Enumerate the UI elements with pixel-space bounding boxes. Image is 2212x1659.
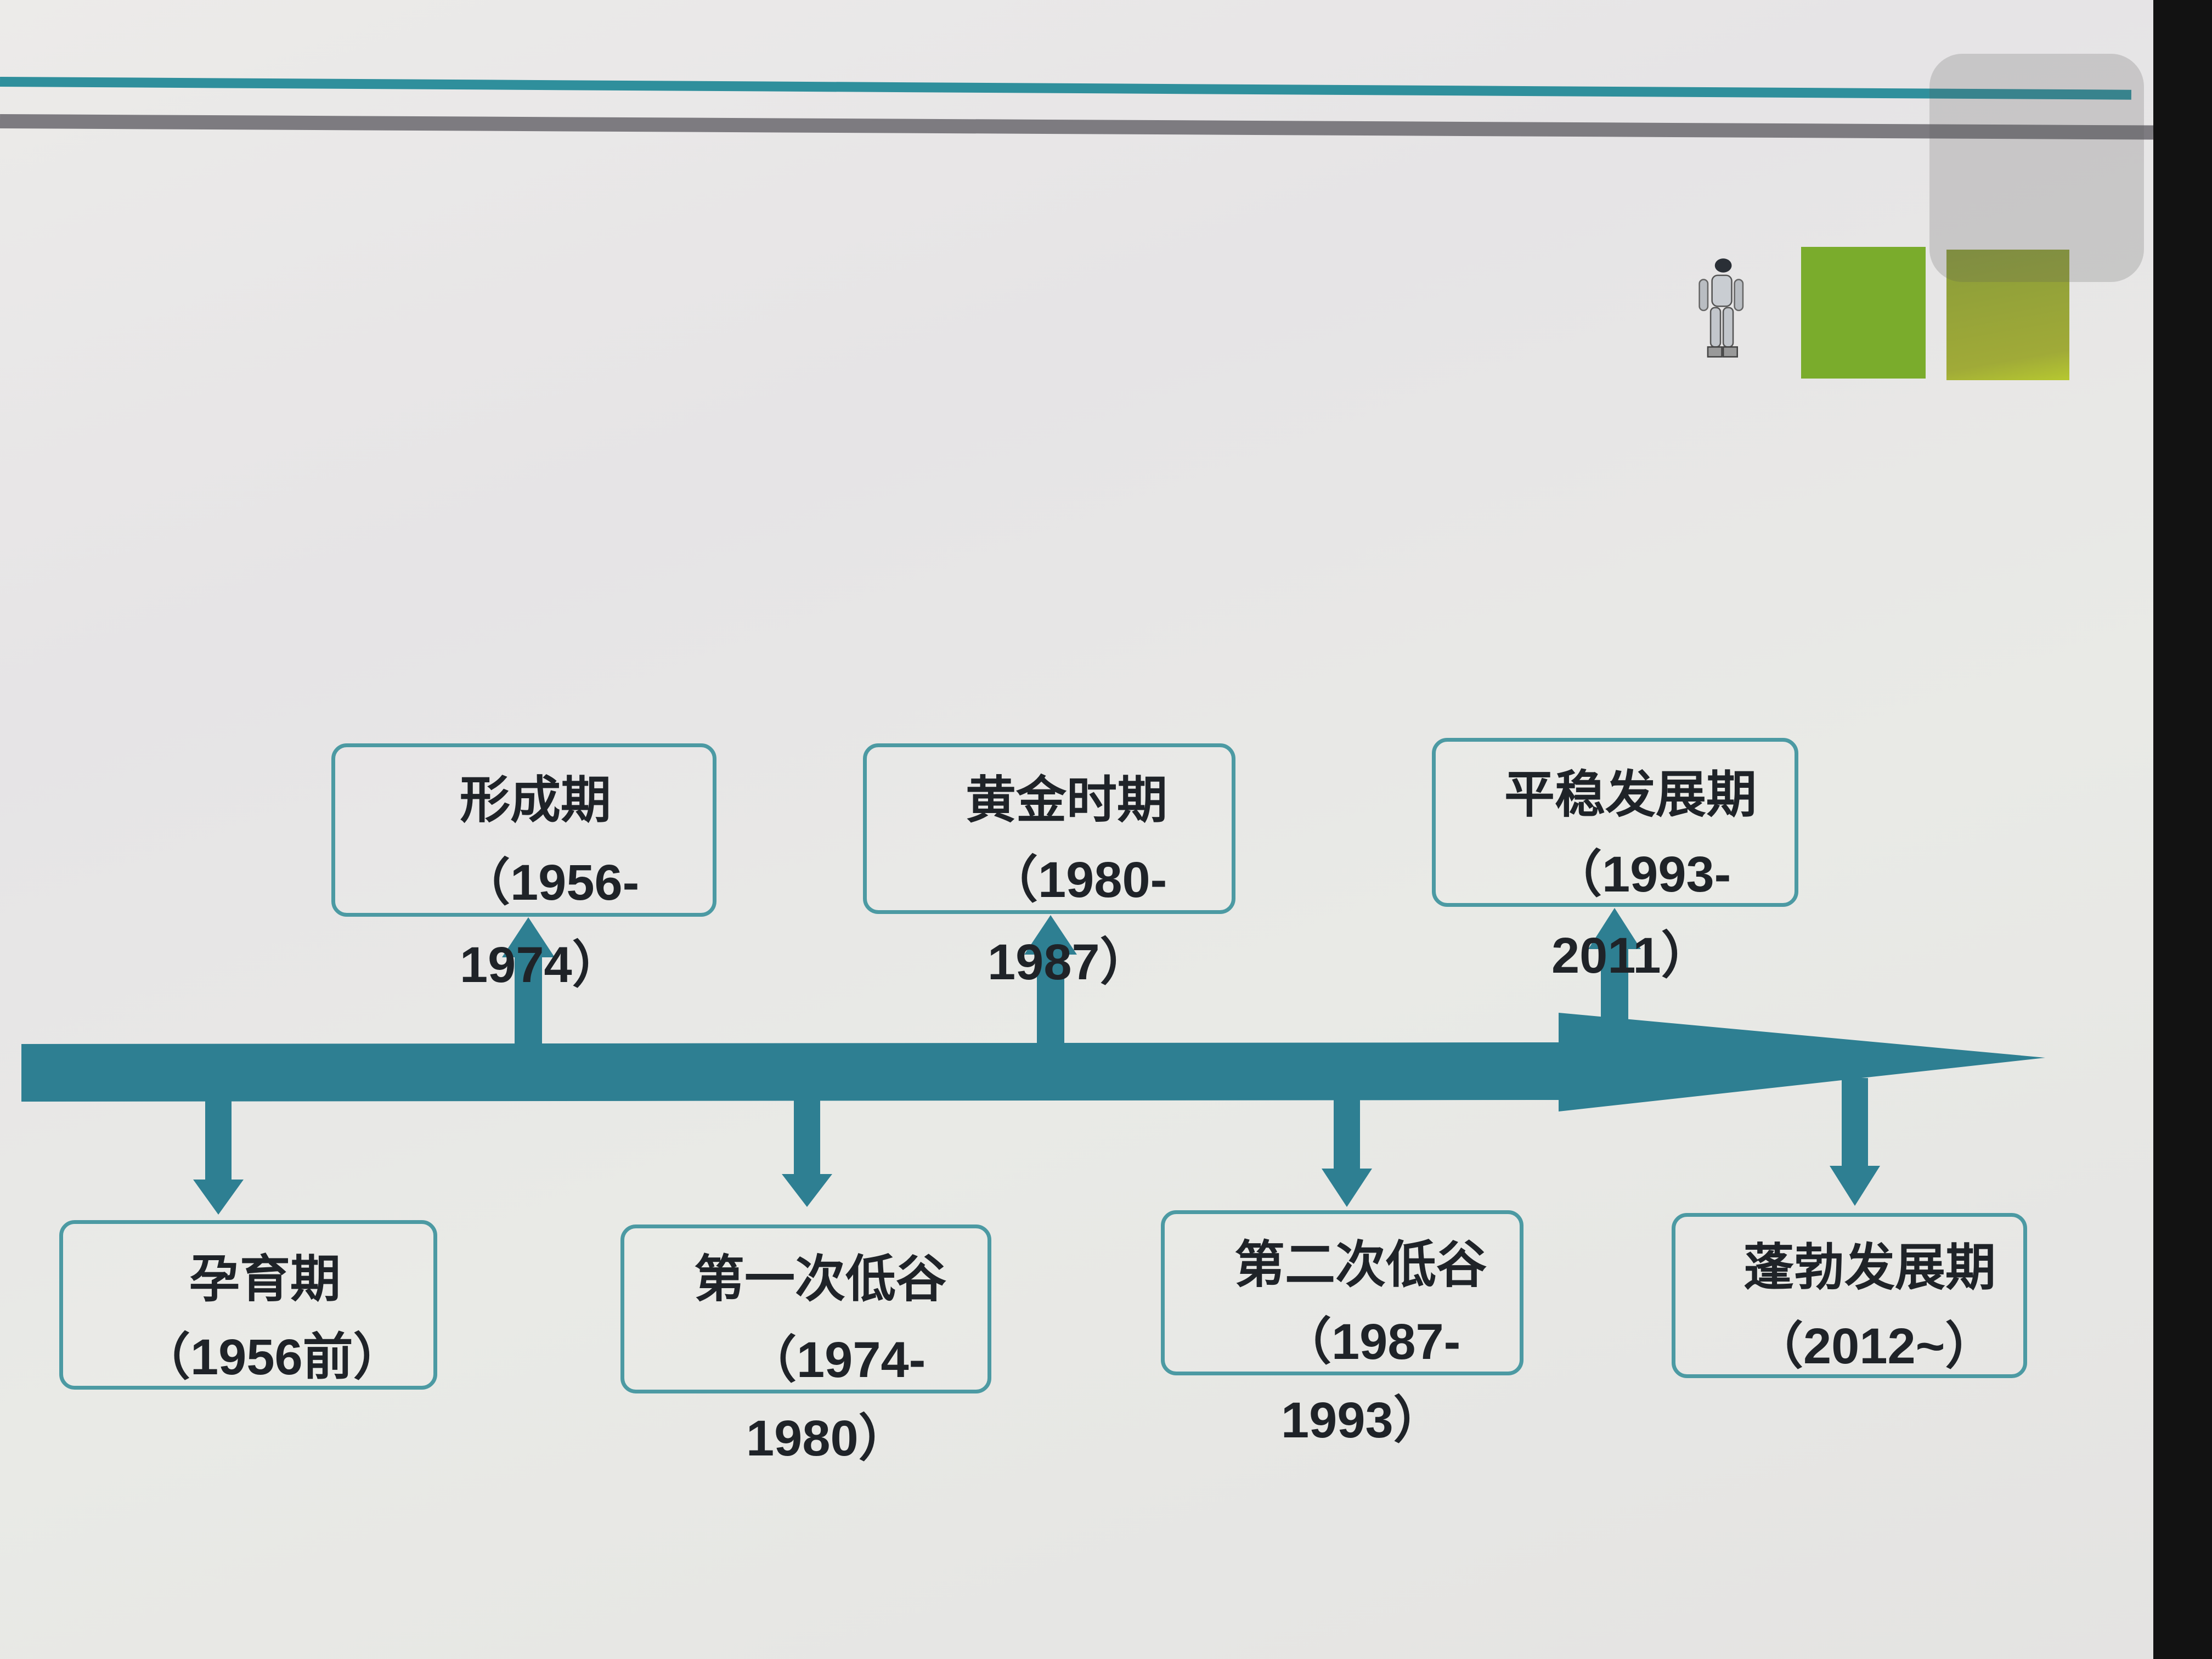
timeline-axis-arrow xyxy=(21,1013,2045,1111)
period-box-golden xyxy=(863,743,1235,914)
period-title: 孕育期 xyxy=(189,1251,341,1307)
period-range-end: 1980） xyxy=(746,1410,909,1466)
period-range-end: 2011） xyxy=(1551,928,1712,984)
period-range-start: （1956- xyxy=(460,855,640,911)
period-range-start: （1987- xyxy=(1281,1314,1461,1370)
period-box-first-trough xyxy=(620,1224,991,1393)
period-title: 黄金时期 xyxy=(966,772,1168,828)
period-box-stable xyxy=(1432,738,1798,907)
robot-icon xyxy=(1699,258,1744,358)
period-range-start: （1974- xyxy=(746,1332,926,1388)
period-range-start: （1980- xyxy=(988,852,1167,908)
period-title: 第一次低谷 xyxy=(694,1251,947,1307)
period-title: 平稳发展期 xyxy=(1504,767,1757,823)
down-arrow-3 xyxy=(1322,1089,1372,1207)
period-range-end: 1987） xyxy=(988,934,1150,990)
period-title: 蓬勃发展期 xyxy=(1743,1240,1996,1296)
slide: 形成期 （1956- 1974） 黄金时期 （1980- 1987） 平稳发展期… xyxy=(0,0,2154,1659)
period-box-formation xyxy=(331,743,716,917)
down-arrow-1 xyxy=(193,1100,244,1215)
period-range-end: 1993） xyxy=(1281,1392,1444,1448)
period-box-second-trough xyxy=(1161,1210,1523,1375)
monitor-bezel xyxy=(2153,0,2212,1659)
period-range-start: （1993- xyxy=(1551,847,1731,902)
period-box-boom xyxy=(1672,1213,2027,1378)
decor-olive-square xyxy=(1946,250,2069,380)
period-box-incubation xyxy=(59,1220,437,1390)
down-arrow-4 xyxy=(1830,1078,1880,1206)
period-range-end: 1974） xyxy=(460,937,623,993)
translucent-overlay xyxy=(1929,54,2144,282)
period-range-start: （1956前） xyxy=(140,1329,404,1385)
decor-green-square xyxy=(1801,247,1926,379)
period-title: 形成期 xyxy=(460,772,612,828)
up-arrow-2 xyxy=(1024,915,1077,1045)
period-range-start: （2012~） xyxy=(1753,1318,1996,1374)
up-arrow-1 xyxy=(502,917,555,1045)
timeline-arrows xyxy=(21,908,2045,1215)
up-arrow-3 xyxy=(1588,908,1641,1045)
period-title: 第二次低谷 xyxy=(1234,1237,1487,1293)
down-arrow-2 xyxy=(782,1092,832,1207)
